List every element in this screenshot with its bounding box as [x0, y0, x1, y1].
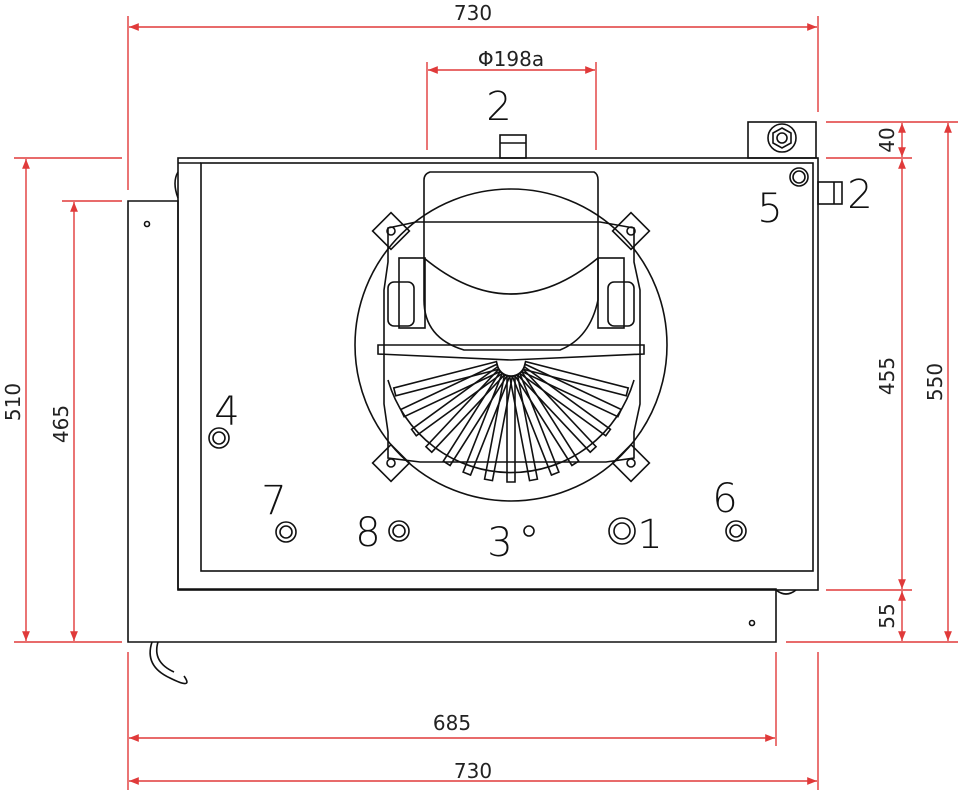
dim-685: 685: [433, 711, 471, 735]
port-4: [208, 427, 230, 449]
dim-455: 455: [875, 357, 899, 395]
fan-assembly: [354, 171, 668, 502]
callout-8: 8: [355, 510, 380, 556]
dim-510: 510: [1, 383, 25, 421]
motor-contour: [423, 257, 599, 295]
callout-7: 7: [261, 478, 286, 524]
top-connection: [499, 134, 527, 159]
callout-6: 6: [712, 476, 737, 522]
housing-outer: [177, 157, 819, 591]
plate-hole-bottom: [748, 619, 756, 627]
port-7-inner: [279, 525, 293, 539]
port-6-inner: [729, 524, 743, 538]
port-5-inner: [792, 170, 806, 184]
port-1: [608, 517, 636, 545]
lug-bottom-right: [611, 443, 651, 483]
grille-blade: [522, 360, 630, 397]
motor-clip-right: [607, 281, 635, 327]
lug-top-left-hole: [386, 226, 396, 236]
callout-4: 4: [214, 389, 239, 435]
motor-bracket-right: [597, 257, 625, 329]
lug-bottom-right-hole: [626, 458, 636, 468]
dim-730-top: 730: [454, 1, 492, 25]
side-connection: [817, 181, 843, 205]
bracket-nut-inner: [776, 132, 788, 144]
housing-fitting-left: [174, 171, 179, 199]
callout-5: 5: [757, 186, 782, 232]
lug-bottom-left: [371, 443, 411, 483]
port-5: [789, 167, 809, 187]
port-8: [388, 520, 410, 542]
power-cable: [149, 641, 188, 685]
fan-ring-outer: [354, 188, 668, 502]
housing-fitting-bottom: [775, 589, 797, 595]
bracket-nut-outer: [767, 123, 797, 153]
port-3: [523, 525, 535, 537]
callout-labels: 2 2 5 4 7 8 3 1 6: [214, 84, 872, 566]
unit-outline: [127, 121, 843, 685]
bracket-nut-hex: [772, 127, 792, 149]
motor-housing: [423, 171, 599, 351]
lug-bottom-left-hole: [386, 458, 396, 468]
dimension-lines: [14, 16, 958, 790]
grille-blade: [392, 360, 500, 397]
grille-rim: [387, 379, 635, 474]
port-6: [725, 520, 747, 542]
housing-inner: [200, 162, 814, 572]
pipe-bracket: [747, 121, 817, 159]
callout-2-top: 2: [486, 84, 511, 130]
dim-550: 550: [923, 363, 947, 401]
port-1-inner: [613, 522, 631, 540]
callout-3: 3: [487, 520, 512, 566]
motor-bracket-left: [398, 257, 426, 329]
grille-blade: [506, 375, 516, 483]
fan-grille: [387, 360, 635, 483]
power-cable-inner: [155, 641, 175, 673]
corner-lugs: [371, 211, 651, 483]
lug-top-left: [371, 211, 411, 251]
port-4-inner: [212, 431, 226, 445]
plate-hole-top: [143, 220, 151, 228]
port-7: [275, 521, 297, 543]
port-8-inner: [392, 524, 406, 538]
lug-top-right: [611, 211, 651, 251]
dim-730-bottom: 730: [454, 759, 492, 783]
lug-top-right-hole: [626, 226, 636, 236]
dimension-labels: 730 Φ198a 685 730 510 465 40 455 550 55: [1, 1, 947, 783]
fan-mount-bar: [377, 344, 645, 361]
motor-clip-left: [387, 281, 415, 327]
dim-465: 465: [49, 405, 73, 443]
fan-frame: [383, 221, 641, 463]
dim-55: 55: [875, 603, 899, 628]
dim-40: 40: [875, 127, 899, 152]
callout-2-side: 2: [847, 172, 872, 218]
callout-1: 1: [637, 512, 662, 558]
dim-outlet-diameter: Φ198a: [478, 47, 544, 71]
